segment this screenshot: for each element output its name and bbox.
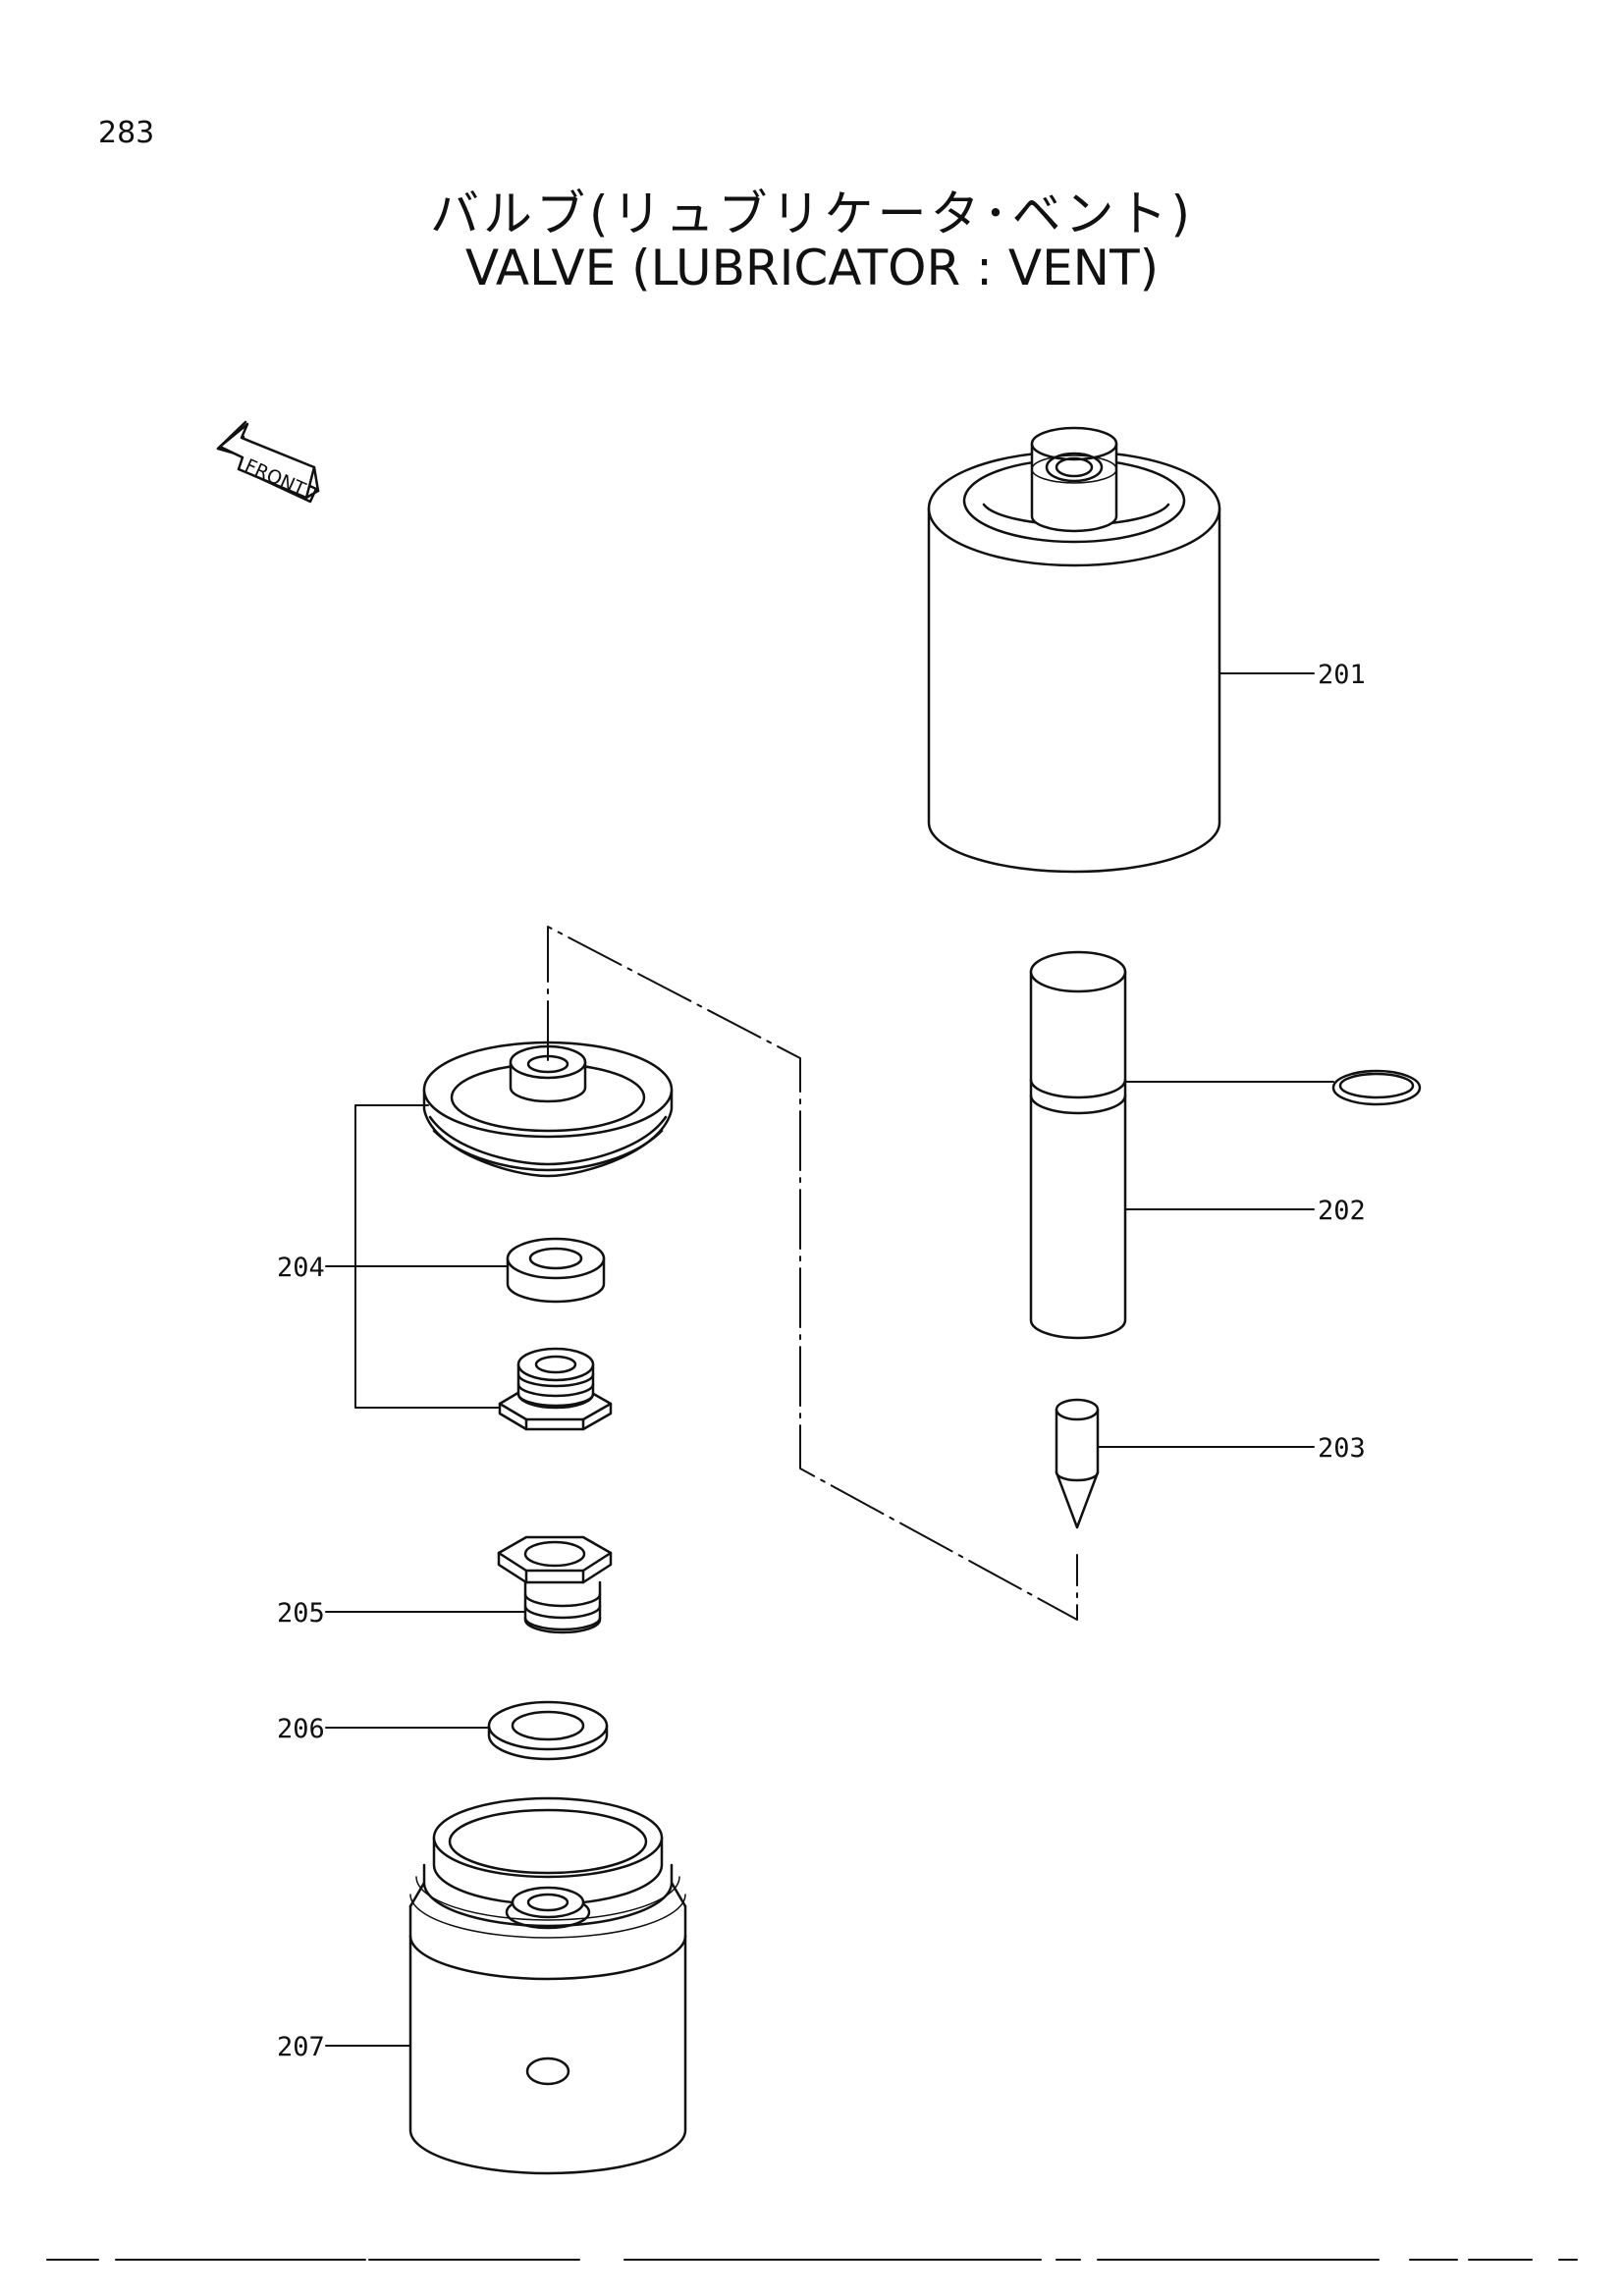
- part-201-cylinder: [927, 426, 1221, 874]
- part-203-needle: [1055, 1398, 1100, 1529]
- part-label-207: 207: [277, 2032, 325, 2062]
- title-english: VALVE (LUBRICATOR : VENT): [464, 240, 1160, 296]
- part-204-hex-fitting: [498, 1347, 613, 1431]
- part-label-201: 201: [1318, 660, 1366, 690]
- part-202-rod: [1029, 950, 1127, 1340]
- part-204-bushing: [506, 1237, 606, 1304]
- part-204-cap: [422, 1041, 674, 1178]
- part-labels: 201 202 203 204 205 206 207: [277, 660, 1366, 2062]
- part-205-hex-plug: [497, 1535, 613, 1634]
- part-204-bracket: [354, 1104, 500, 1409]
- leader-lines: [325, 672, 1334, 2047]
- part-label-203: 203: [1318, 1433, 1366, 1464]
- page-number: 283: [98, 116, 155, 150]
- part-202-o-ring: [1331, 1069, 1422, 1106]
- part-label-204: 204: [277, 1253, 325, 1283]
- front-arrow-icon: FRONT: [216, 420, 320, 504]
- part-206-washer: [487, 1700, 609, 1761]
- part-label-205: 205: [277, 1598, 325, 1629]
- part-label-206: 206: [277, 1714, 325, 1744]
- part-207-housing: [408, 1796, 687, 2175]
- assembly-phantom-line: [547, 926, 1078, 1621]
- part-label-202: 202: [1318, 1196, 1366, 1226]
- title-japanese: バルブ(リュブリケータ･ベント): [429, 186, 1194, 242]
